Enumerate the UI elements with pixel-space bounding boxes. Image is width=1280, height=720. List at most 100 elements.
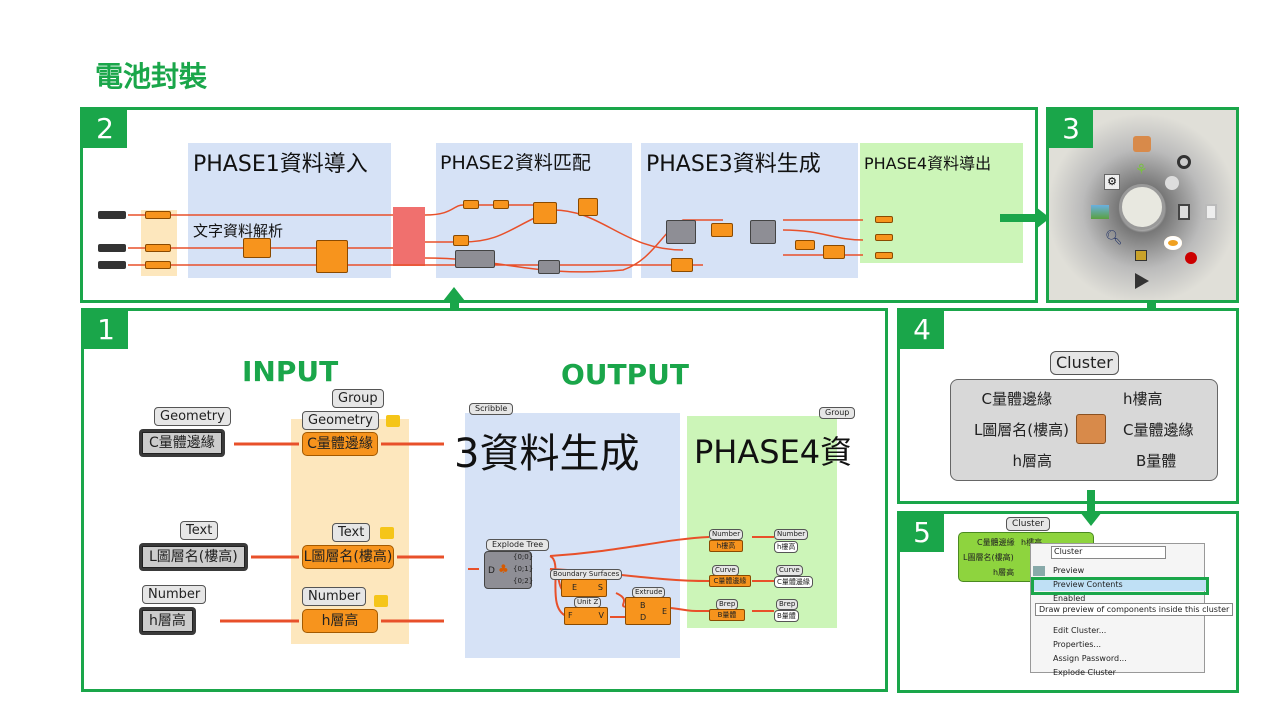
disable-icon[interactable] — [1177, 155, 1191, 169]
component[interactable] — [455, 250, 495, 268]
input-port[interactable]: h層高 — [1012, 452, 1052, 470]
component[interactable] — [578, 198, 598, 216]
component[interactable] — [145, 244, 171, 252]
geometry-param[interactable]: C量體邊緣 — [139, 429, 225, 457]
component[interactable] — [243, 238, 271, 258]
name-field[interactable]: Cluster — [1051, 546, 1166, 559]
param-geometry[interactable] — [98, 211, 126, 219]
graph-icon[interactable]: ⚘ — [1135, 162, 1148, 178]
menu-item-preview[interactable]: Preview — [1053, 566, 1085, 575]
brep-panel[interactable]: B量體 — [774, 610, 799, 622]
menu-item-enabled[interactable]: Enabled — [1053, 594, 1086, 603]
menu-highlight — [1031, 579, 1206, 591]
output-port[interactable]: C量體邊緣 — [1123, 421, 1194, 439]
phase4-partial-title: PHASE4資 — [694, 433, 853, 471]
menu-item-explode-cluster[interactable]: Explode Cluster — [1053, 668, 1116, 677]
component[interactable] — [666, 220, 696, 244]
component[interactable] — [145, 211, 171, 219]
text-tag: Text — [332, 523, 371, 542]
number-panel[interactable]: h樓高 — [774, 541, 799, 553]
menu-item-assign-password[interactable]: Assign Password... — [1053, 654, 1127, 663]
play-icon[interactable] — [1135, 273, 1149, 289]
settings-gear-icon[interactable]: ⚙ — [1104, 174, 1120, 190]
input-port[interactable]: C量體邊緣 — [977, 538, 1015, 547]
output-port[interactable]: h樓高 — [1021, 537, 1042, 548]
tooltip: Draw preview of components inside this c… — [1035, 603, 1234, 616]
number-output[interactable]: h樓高 — [709, 540, 743, 552]
phase3-partial-title: 3資料生成 — [454, 431, 640, 477]
brep-output[interactable]: B量體 — [709, 609, 745, 621]
port-label: E — [572, 583, 578, 592]
component[interactable] — [823, 245, 845, 259]
message-bubble-icon — [386, 415, 400, 427]
output-port[interactable]: B量體 — [1136, 452, 1177, 470]
component[interactable] — [145, 261, 171, 269]
component[interactable] — [711, 223, 733, 237]
unlock-icon[interactable] — [1135, 250, 1147, 261]
number-tag: Number — [302, 587, 367, 606]
geometry-component[interactable]: C量體邊緣 — [302, 432, 378, 456]
component[interactable] — [671, 258, 693, 272]
explode-tree-component[interactable]: D ♣ {0;0} {0;1} {0;2} — [484, 551, 534, 589]
text-tag: Text — [180, 521, 219, 540]
port-label: {0;1} — [513, 565, 534, 573]
brep-tag: Brep — [776, 599, 799, 610]
number-component[interactable]: h層高 — [302, 609, 378, 633]
component[interactable] — [875, 252, 893, 259]
scribble-tag: Scribble — [469, 403, 514, 415]
output-port[interactable]: h樓高 — [1123, 390, 1163, 408]
preview-icon[interactable] — [1165, 176, 1179, 190]
input-port[interactable]: C量體邊緣 — [981, 390, 1052, 408]
number-tag: Number — [709, 529, 744, 540]
pin-icon[interactable] — [1185, 252, 1197, 264]
phase4-title: PHASE4資料導出 — [864, 154, 992, 173]
text-component[interactable]: L圖層名(樓高) — [302, 545, 394, 569]
input-port[interactable]: L圖層名(樓高) — [973, 421, 1069, 439]
input-port[interactable]: h層高 — [993, 568, 1015, 577]
slider-faded-icon[interactable] — [1205, 204, 1217, 220]
text-param[interactable]: L圖層名(樓高) — [139, 543, 248, 571]
wires — [220, 442, 774, 623]
port-label: D — [488, 566, 495, 576]
menu-item-properties[interactable]: Properties... — [1053, 640, 1102, 649]
component[interactable] — [453, 235, 469, 246]
component[interactable] — [875, 216, 893, 223]
component[interactable] — [875, 234, 893, 241]
component[interactable] — [463, 200, 479, 209]
slider-icon[interactable] — [1178, 204, 1190, 220]
map-icon[interactable] — [1091, 205, 1109, 219]
search-icon[interactable]: 🔍︎ — [1105, 230, 1123, 246]
component[interactable] — [316, 240, 348, 273]
bake-egg-icon[interactable] — [1164, 236, 1182, 250]
component[interactable] — [493, 200, 509, 209]
input-port[interactable]: L圖層名(樓高) — [963, 553, 1014, 562]
port-label: B — [640, 601, 646, 610]
panel-number: 4 — [900, 311, 944, 349]
port-label: S — [597, 583, 603, 592]
phase4-scribble — [687, 416, 837, 628]
curve-panel[interactable]: C量體邊緣 — [774, 576, 813, 588]
text-parse-title: 文字資料解析 — [193, 222, 284, 240]
number-param[interactable]: h層高 — [139, 607, 196, 635]
preview-icon — [1033, 566, 1045, 576]
port-label: {0;2} — [513, 577, 534, 585]
component[interactable] — [795, 240, 815, 250]
radial-center[interactable] — [1119, 184, 1165, 230]
param-number[interactable] — [98, 261, 126, 269]
panel-4-cluster: 4 Cluster C量體邊緣 L圖層名(樓高) h層高 h樓高 C量體邊緣 B… — [897, 308, 1239, 504]
number-tag: Number — [774, 529, 809, 540]
port-label: E — [661, 607, 667, 616]
curve-output[interactable]: C量體邊緣 — [709, 575, 751, 587]
menu-item-preview-contents[interactable]: Preview Contents — [1053, 580, 1123, 589]
cluster-box-icon[interactable] — [1133, 136, 1151, 152]
component[interactable] — [538, 260, 560, 274]
component[interactable] — [750, 220, 776, 244]
menu-item-edit-cluster[interactable]: Edit Cluster... — [1053, 626, 1107, 635]
port-label: D — [640, 613, 647, 622]
component[interactable] — [533, 202, 557, 224]
cluster-component[interactable]: C量體邊緣 L圖層名(樓高) h層高 h樓高 C量體邊緣 B量體 — [950, 379, 1218, 481]
param-text[interactable] — [98, 244, 126, 252]
